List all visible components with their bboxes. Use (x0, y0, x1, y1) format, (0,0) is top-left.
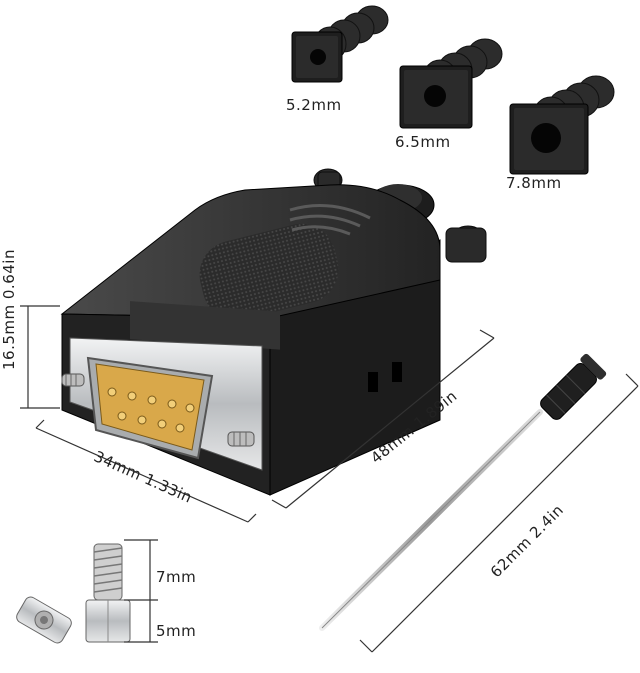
hex-nut (16, 596, 72, 644)
arc-logo-icon (289, 204, 371, 236)
screwdriver (319, 353, 607, 631)
standoff-top-label: 7mm (156, 568, 197, 586)
grommet-6-5mm (399, 38, 503, 129)
grommet-5-2mm (291, 5, 389, 83)
hex-standoff (85, 543, 131, 643)
standoff-bottom-label: 5mm (156, 622, 197, 640)
height-dimension-label: 16.5mm 0.64in (0, 249, 18, 370)
jack-screw-left (61, 373, 85, 387)
grommet-label-5-2mm: 5.2mm (286, 96, 342, 114)
grommet-7-8mm (509, 75, 615, 175)
db9-connector (60, 168, 487, 496)
jack-screw-right (227, 431, 255, 447)
grommet-label-7-8mm: 7.8mm (506, 174, 562, 192)
dimension-lines (20, 305, 639, 653)
grommet-label-6-5mm: 6.5mm (395, 133, 451, 151)
